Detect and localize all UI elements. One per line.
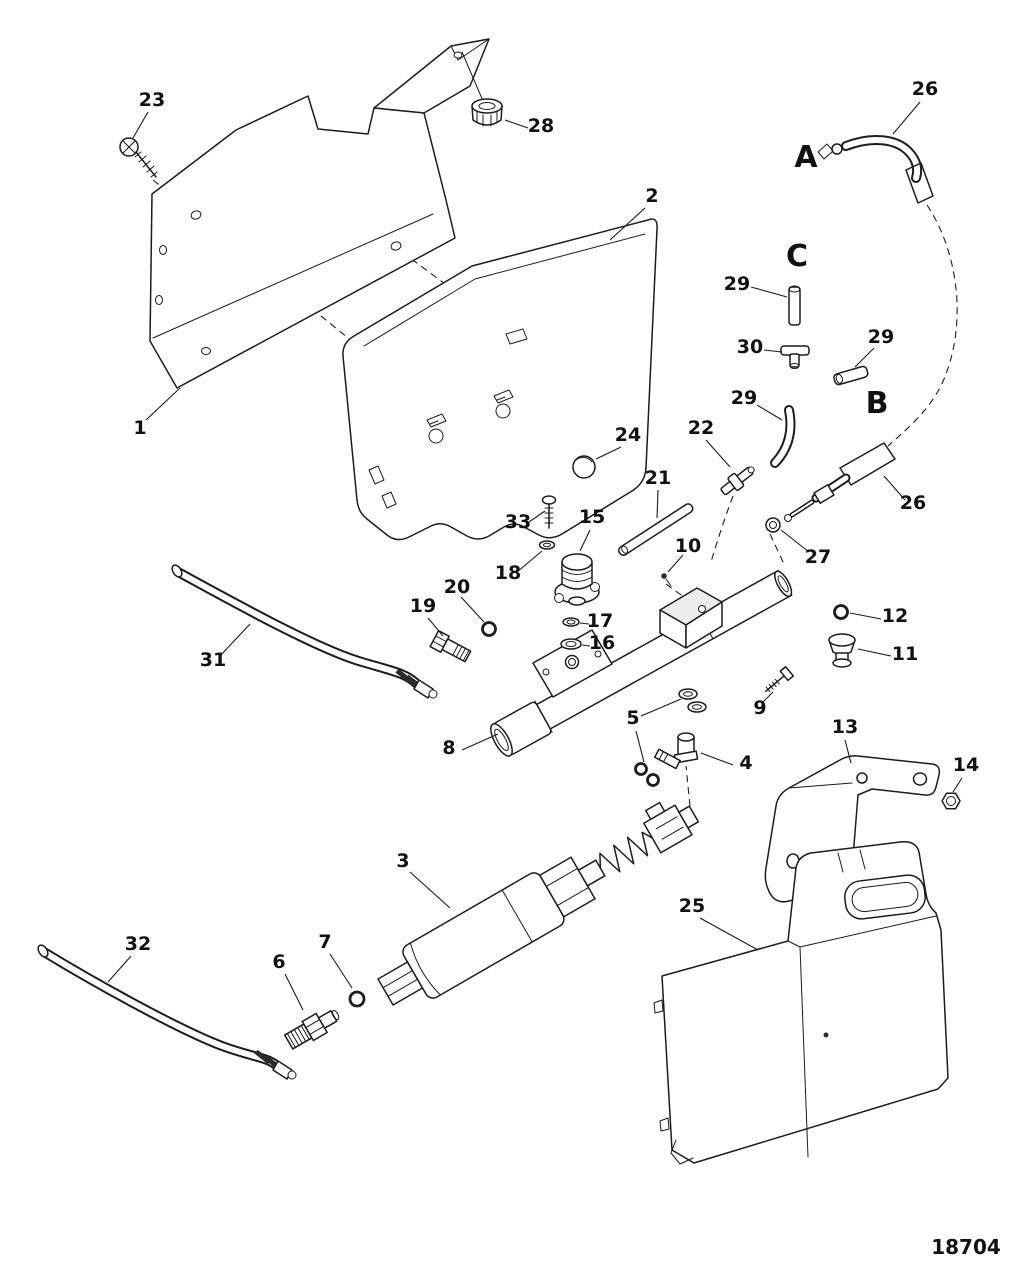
part-9-screw bbox=[764, 666, 795, 693]
part-24-plug bbox=[572, 455, 596, 479]
part-33-screw bbox=[541, 495, 557, 529]
part-14-nut bbox=[941, 792, 961, 810]
callout-31: 31 bbox=[200, 649, 226, 671]
part-5-washers bbox=[634, 688, 707, 787]
part-8-fuel-rail bbox=[490, 569, 793, 757]
callout-12: 12 bbox=[882, 605, 908, 627]
part-11-fitting bbox=[828, 633, 856, 668]
callout-1: 1 bbox=[133, 417, 146, 439]
callout-14: 14 bbox=[953, 754, 979, 776]
part-30-tee-fitting bbox=[780, 345, 810, 369]
letter-a: A bbox=[794, 140, 818, 175]
part-29-tube-lower bbox=[770, 405, 796, 468]
part-3-fuel-pump bbox=[377, 801, 700, 1006]
part-27-seal bbox=[765, 517, 781, 533]
leader-lines bbox=[107, 101, 963, 1011]
callout-32: 32 bbox=[125, 933, 151, 955]
callout-2: 2 bbox=[645, 185, 658, 207]
callout-19: 19 bbox=[410, 595, 436, 617]
part-15-regulator bbox=[554, 553, 600, 606]
callout-20: 20 bbox=[444, 576, 470, 598]
part-31-fuel-line bbox=[171, 564, 438, 699]
letter-b: B bbox=[866, 386, 889, 421]
part-12-oring bbox=[833, 604, 849, 620]
callout-33: 33 bbox=[505, 511, 531, 533]
callout-8: 8 bbox=[442, 737, 455, 759]
part-26-hose-a bbox=[817, 135, 934, 204]
letter-c: C bbox=[786, 239, 808, 274]
callout-labels: 23 1 2 28 26 29 30 29 29 22 24 21 26 27 … bbox=[125, 78, 1001, 1259]
part-20-oring bbox=[481, 621, 497, 637]
callout-18: 18 bbox=[495, 562, 521, 584]
callout-13: 13 bbox=[832, 716, 858, 738]
part-25-cover bbox=[653, 840, 949, 1165]
callout-29-top: 29 bbox=[724, 273, 750, 295]
part-16-washer bbox=[560, 638, 582, 650]
part-18-washer bbox=[538, 540, 556, 550]
callout-3: 3 bbox=[396, 850, 409, 872]
drawing-number: 18704 bbox=[931, 1235, 1001, 1259]
callout-10: 10 bbox=[675, 535, 701, 557]
callout-27: 27 bbox=[805, 546, 831, 568]
callout-28: 28 bbox=[528, 115, 554, 137]
callout-16: 16 bbox=[589, 632, 615, 654]
part-32-fuel-line bbox=[37, 944, 297, 1080]
part-26-hose-b bbox=[784, 442, 896, 522]
callout-15: 15 bbox=[579, 506, 605, 528]
callout-29-right: 29 bbox=[868, 326, 894, 348]
part-29-sleeve-right bbox=[833, 365, 869, 386]
callout-23: 23 bbox=[139, 89, 165, 111]
callout-7: 7 bbox=[318, 931, 331, 953]
callout-26-a: 26 bbox=[912, 78, 938, 100]
callout-30: 30 bbox=[737, 336, 763, 358]
callout-6: 6 bbox=[272, 951, 285, 973]
part-7-oring bbox=[348, 990, 366, 1008]
part-21-tube bbox=[617, 503, 694, 556]
callout-21: 21 bbox=[645, 467, 671, 489]
callout-22: 22 bbox=[688, 417, 714, 439]
callout-11: 11 bbox=[892, 643, 918, 665]
part-6-fitting bbox=[284, 1009, 340, 1050]
callout-17: 17 bbox=[587, 610, 613, 632]
callout-24: 24 bbox=[615, 424, 641, 446]
callout-25: 25 bbox=[679, 895, 705, 917]
part-23-screw bbox=[119, 137, 158, 178]
part-28-locknut bbox=[471, 98, 503, 127]
callout-29-lower: 29 bbox=[731, 387, 757, 409]
callout-5: 5 bbox=[626, 707, 639, 729]
part-29-sleeve-top bbox=[788, 285, 801, 326]
part-4-elbow-fitting bbox=[653, 732, 699, 770]
part-22-fitting bbox=[720, 466, 755, 496]
callout-26-b: 26 bbox=[900, 492, 926, 514]
part-10-pin bbox=[661, 573, 672, 587]
callout-9: 9 bbox=[753, 697, 766, 719]
callout-4: 4 bbox=[739, 752, 752, 774]
part-19-bolt bbox=[429, 629, 472, 663]
part-1-mounting-bracket bbox=[149, 38, 490, 389]
part-17-washer bbox=[562, 617, 580, 627]
